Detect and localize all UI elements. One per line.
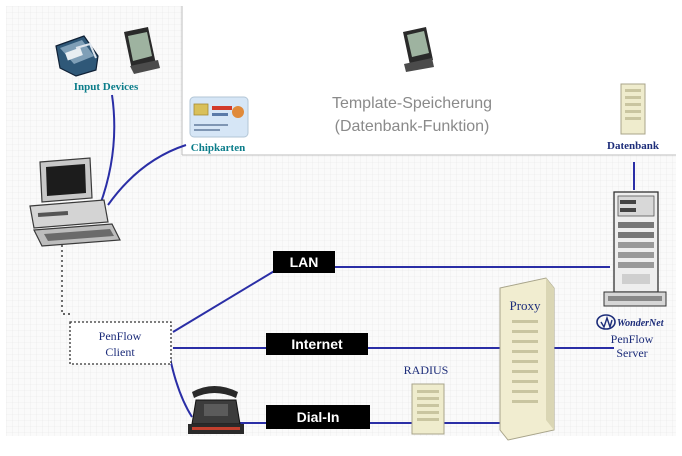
database-server-icon: [620, 83, 646, 135]
internet-tag: [266, 333, 368, 355]
lan-tag-label: LAN: [290, 254, 319, 270]
desktop-computer-icon: [29, 157, 121, 247]
internet-tag-label: Internet: [291, 336, 343, 352]
link-client-lan: [172, 269, 277, 333]
link-client-phone: [169, 357, 193, 418]
dialin-tag: [266, 405, 370, 429]
pda-input-icon: [124, 27, 160, 74]
penflow-client-line1: PenFlow: [99, 329, 142, 343]
datenbank-label: Datenbank: [607, 140, 660, 152]
pda-template-icon: [403, 27, 434, 72]
penflow-client-line2: Client: [105, 345, 135, 359]
connection-lines: [99, 94, 635, 424]
chipkarten-label: Chipkarten: [191, 142, 245, 154]
link-input-devices: [99, 94, 116, 206]
input-devices-label: Input Devices: [74, 81, 139, 93]
radius-label: RADIUS: [404, 363, 449, 377]
proxy-label: Proxy: [509, 298, 541, 313]
wondernet-wordmark: WonderNet: [617, 318, 665, 329]
proxy-server-icon: [499, 277, 555, 441]
link-chipkarten: [107, 144, 187, 206]
touch-screen-icon: [55, 35, 99, 77]
penflow-server-icon: [603, 191, 667, 307]
penflow-server-line2: Server: [616, 346, 647, 360]
chipcard-icon: [189, 96, 249, 138]
template-storage-line1: Template-Speicherung: [332, 95, 492, 112]
penflow-server-line1: PenFlow: [611, 332, 654, 346]
dialin-tag-label: Dial-In: [297, 409, 340, 425]
template-storage-line2: (Datenbank-Funktion): [335, 118, 490, 135]
lan-tag: [273, 251, 335, 273]
lower-background-panel: [6, 155, 676, 436]
radius-server-icon: [411, 383, 445, 435]
wondernet-logo: WonderNet: [596, 314, 665, 330]
telephone-icon: [188, 386, 244, 434]
penflow-client-box: [69, 321, 172, 365]
